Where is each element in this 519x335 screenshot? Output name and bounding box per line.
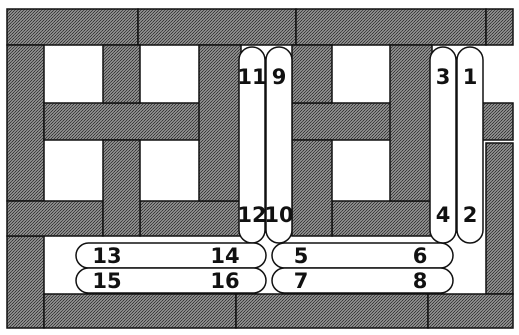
label-13: 13 [92, 244, 121, 268]
frame-left-lower-piece [7, 236, 44, 328]
label-15: 15 [92, 269, 121, 293]
strip-upper-far-right-horizontal [480, 103, 513, 140]
frame-bottom-left-piece [44, 294, 236, 328]
label-14: 14 [210, 244, 239, 268]
strip-lower-center-horizontal [140, 201, 241, 236]
strip-lower-right-horizontal [332, 201, 432, 236]
frame-left-upper-piece [7, 45, 44, 201]
label-2: 2 [463, 203, 478, 227]
strip-lower-left-horizontal [7, 201, 103, 236]
frame-top-left-piece [7, 9, 138, 45]
frame-bottom-center-piece [236, 294, 428, 328]
label-8: 8 [413, 269, 428, 293]
frame-top-corner-piece [486, 9, 513, 45]
label-10: 10 [264, 203, 293, 227]
label-5: 5 [294, 244, 309, 268]
frame-top-center-piece [138, 9, 296, 45]
frame-top-right-piece [296, 9, 486, 45]
strip-vertical-c-top [292, 45, 332, 103]
label-7: 7 [294, 269, 309, 293]
label-12: 12 [237, 203, 266, 227]
label-9: 9 [272, 65, 287, 89]
label-16: 16 [210, 269, 239, 293]
strip-vertical-b [199, 45, 241, 201]
frame-right-piece [486, 143, 513, 294]
strip-vertical-a-top [103, 45, 140, 103]
strip-vertical-d [390, 45, 432, 201]
label-4: 4 [436, 203, 451, 227]
label-6: 6 [413, 244, 428, 268]
strip-vertical-c-bottom [292, 140, 332, 236]
frame-bottom-right-piece [428, 294, 513, 328]
label-3: 3 [436, 65, 451, 89]
label-11: 11 [237, 65, 266, 89]
label-1: 1 [463, 65, 478, 89]
strip-vertical-a-bottom [103, 140, 140, 236]
